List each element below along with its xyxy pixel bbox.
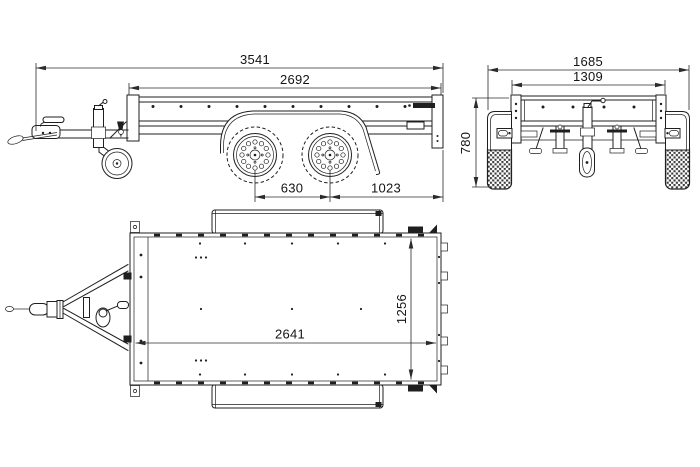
coupling-handle bbox=[42, 116, 65, 123]
coupling-top bbox=[5, 300, 64, 319]
dim-axle-spacing: 630 bbox=[281, 181, 304, 196]
jockey-wheel-top bbox=[95, 301, 129, 328]
tailgate-hinges bbox=[440, 242, 448, 375]
breakaway-cable bbox=[7, 132, 58, 145]
top-view-drawbar bbox=[5, 264, 132, 351]
top-fender-left bbox=[211, 209, 384, 234]
tailgate-latch bbox=[413, 103, 435, 108]
dim-rear-axle-to-tail: 1023 bbox=[371, 181, 401, 196]
dim-overall-length: 3541 bbox=[240, 52, 270, 67]
dim-bed-width: 1256 bbox=[394, 294, 409, 324]
dim-height: 780 bbox=[458, 132, 473, 155]
dim-overall-width: 1685 bbox=[573, 54, 603, 69]
jockey-wheel bbox=[91, 99, 133, 179]
dim-bed-length: 2641 bbox=[275, 327, 305, 342]
rear-left-wheel-fender bbox=[486, 94, 576, 190]
dim-body-width: 1309 bbox=[573, 69, 603, 84]
front-post bbox=[126, 94, 140, 142]
dim-box-length: 2692 bbox=[280, 72, 310, 87]
rear-view-dimensions: 1685 1309 780 bbox=[458, 54, 690, 188]
top-view-dimensions: 2641 1256 bbox=[135, 238, 436, 380]
top-view: 2641 1256 bbox=[5, 209, 448, 409]
rear-post bbox=[431, 94, 444, 149]
side-view: 3541 2692 630 1023 bbox=[7, 52, 444, 202]
rear-right-wheel-fender bbox=[601, 94, 691, 190]
rear-jockey-wheel bbox=[579, 97, 606, 178]
rear-view: 1685 1309 780 bbox=[458, 54, 691, 190]
side-panel-bolts bbox=[151, 105, 407, 108]
top-view-bed bbox=[129, 221, 448, 397]
side-view-dimensions: 3541 2692 630 1023 bbox=[35, 52, 444, 202]
side-marker-plate bbox=[406, 121, 425, 130]
side-view-drawbar bbox=[7, 99, 133, 179]
top-fender-right bbox=[211, 384, 384, 409]
